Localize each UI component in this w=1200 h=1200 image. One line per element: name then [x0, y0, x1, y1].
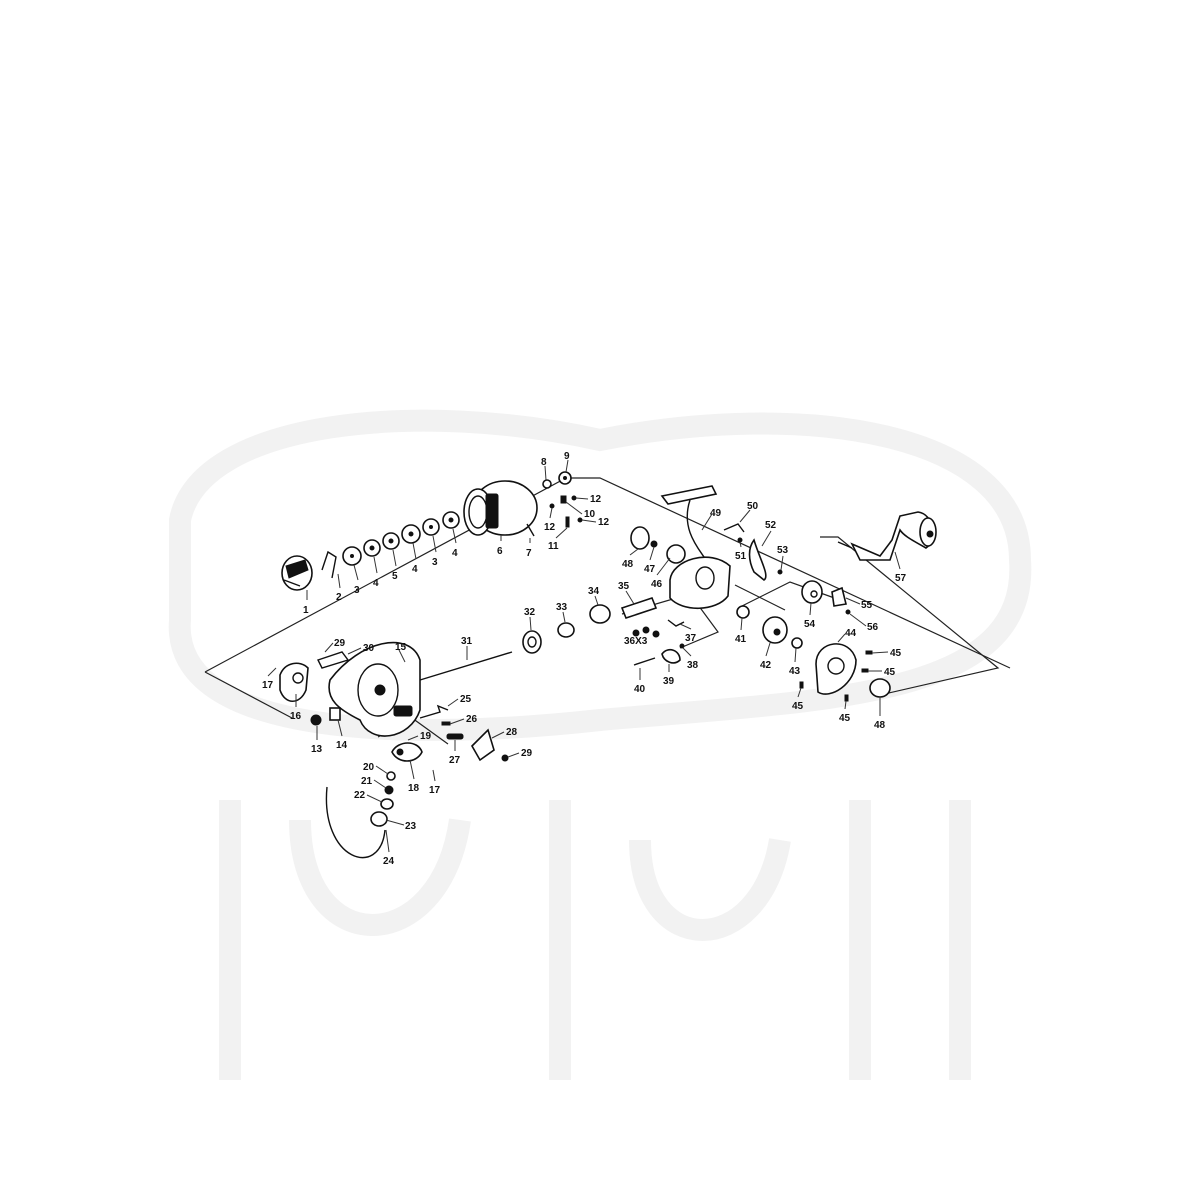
- part-label: 48: [874, 720, 886, 731]
- part-label: 33: [556, 602, 568, 613]
- part-label: 47: [644, 564, 656, 575]
- part-label: 9: [564, 451, 570, 462]
- reel-body: [630, 485, 731, 609]
- part-label: 34: [588, 586, 600, 597]
- part-label: 15: [395, 642, 407, 653]
- drivetrain: [522, 597, 685, 666]
- rotor-cover: [317, 651, 350, 669]
- part-label: 11: [548, 541, 559, 552]
- part-label: 24: [383, 856, 395, 867]
- part-label: 57: [895, 573, 907, 584]
- anti-reverse-switch: [723, 523, 783, 581]
- part-label: 50: [747, 501, 759, 512]
- part-label: 35: [618, 581, 630, 592]
- side-cover-frame: [741, 581, 841, 607]
- body-left-frame: [204, 671, 293, 719]
- spring-clip: [321, 550, 337, 579]
- part-label: 21: [361, 776, 373, 787]
- part-label: 55: [861, 600, 873, 611]
- part-label: 52: [765, 520, 777, 531]
- part-label: 2: [336, 592, 342, 603]
- part-label: 6: [497, 546, 503, 557]
- part-label: 26: [466, 714, 478, 725]
- part-label: 29: [521, 748, 533, 759]
- part-label: 46: [651, 579, 663, 590]
- part-label: 4: [373, 578, 379, 589]
- handle: [837, 511, 937, 561]
- spool-assembly-frame: [204, 477, 1011, 673]
- part-label: 45: [884, 667, 896, 678]
- assembly-frames: [204, 477, 1011, 745]
- part-label: 18: [408, 783, 420, 794]
- part-label: 20: [363, 762, 375, 773]
- part-label: 53: [777, 545, 789, 556]
- pinion-frame: [621, 593, 719, 649]
- part-label: 29: [334, 638, 346, 649]
- part-label: 45: [839, 713, 851, 724]
- part-label: 3: [432, 557, 438, 568]
- part-label: 4: [452, 548, 458, 559]
- part-label: 56: [867, 622, 879, 633]
- gear-train: [736, 580, 851, 649]
- part-label: 40: [634, 684, 646, 695]
- part-label: 43: [789, 666, 801, 677]
- part-label: 37: [685, 633, 697, 644]
- bail-trip-parts: [419, 704, 509, 762]
- part-label: 16: [290, 711, 302, 722]
- bail-wire: [325, 786, 386, 859]
- part-label: 14: [336, 740, 348, 751]
- part-label: 44: [845, 628, 857, 639]
- part-label: 25: [460, 694, 472, 705]
- part-label: 28: [506, 727, 518, 738]
- part-label: 41: [735, 634, 747, 645]
- line-roller-arm: [279, 662, 309, 703]
- part-label: 30: [363, 643, 375, 654]
- part-label: 7: [526, 548, 532, 559]
- spool: [463, 480, 538, 536]
- part-label: 13: [311, 744, 323, 755]
- part-label: 4: [412, 564, 418, 575]
- part-label: 36X3: [624, 636, 648, 647]
- part-label: 38: [687, 660, 699, 671]
- part-label: 31: [461, 636, 473, 647]
- part-label: 3: [354, 585, 360, 596]
- main-shaft: [419, 651, 513, 681]
- part-label: 17: [429, 785, 441, 796]
- spool-small-parts: [526, 471, 583, 537]
- part-label: 8: [541, 457, 547, 468]
- part-label: 49: [710, 508, 722, 519]
- handle-frame: [820, 536, 1000, 696]
- part-label: 10: [584, 509, 596, 520]
- part-label: 1: [303, 605, 309, 616]
- part-label: 17: [262, 680, 274, 691]
- part-label: 39: [663, 676, 675, 687]
- part-label: 42: [760, 660, 772, 671]
- part-label: 48: [622, 559, 634, 570]
- part-label: 12: [544, 522, 556, 533]
- bail-arm: [370, 742, 423, 827]
- part-labels: 1 2 3 4 5 4 3 4 6 7 8 9 12 10 12 12 11 1…: [262, 451, 907, 867]
- leader-lines: [267, 459, 901, 853]
- drag-knob: [281, 555, 313, 591]
- drag-washers: [342, 511, 460, 566]
- part-label: 12: [598, 517, 610, 528]
- part-label: 22: [354, 790, 366, 801]
- part-label: 45: [792, 701, 804, 712]
- nut-and-retainer: [310, 707, 341, 726]
- part-label: 12: [590, 494, 602, 505]
- body-to-sidecover-line: [734, 584, 786, 611]
- part-label: 51: [735, 551, 747, 562]
- part-label: 32: [524, 607, 536, 618]
- rotor: [328, 641, 421, 737]
- part-label: 27: [449, 755, 461, 766]
- part-label: 19: [420, 731, 432, 742]
- part-label: 23: [405, 821, 417, 832]
- side-cover: [799, 643, 891, 702]
- part-label: 5: [392, 571, 398, 582]
- part-label: 45: [890, 648, 902, 659]
- part-label: 54: [804, 619, 816, 630]
